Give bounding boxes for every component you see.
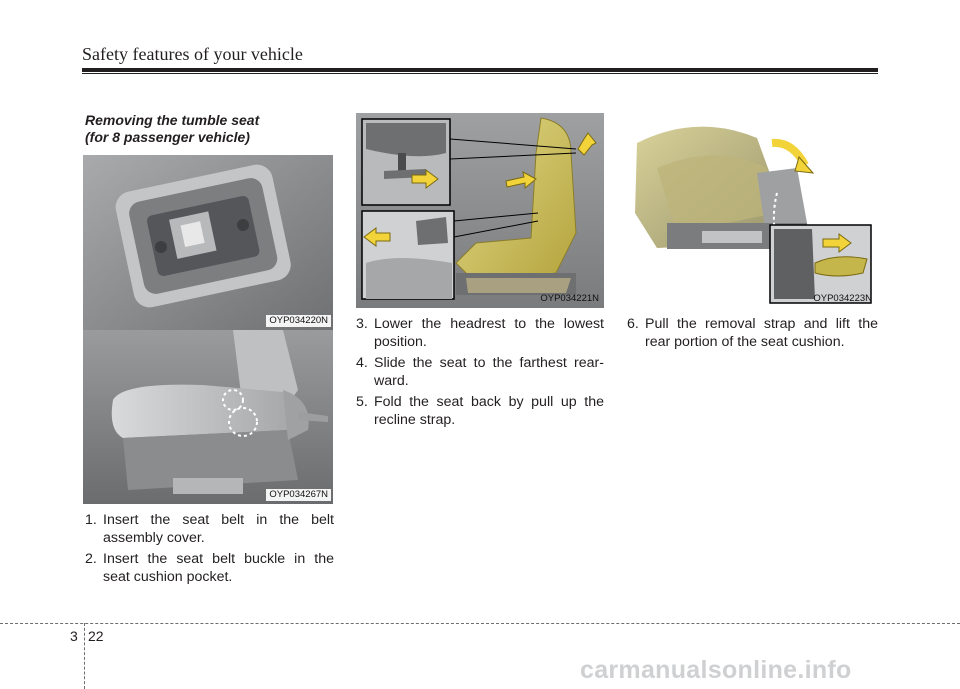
seat-recline-illustration	[356, 113, 604, 308]
figure-code: OYP034223N	[813, 293, 872, 304]
header-rule	[82, 68, 878, 72]
figure-code: OYP034267N	[266, 489, 331, 501]
figure-headrest-slide-recline: OYP034221N	[356, 113, 604, 308]
step-number: 1.	[85, 512, 97, 528]
seat-cushion-illustration	[83, 330, 333, 504]
step-text: Insert the seat belt in the belt assembl…	[103, 512, 334, 546]
figure-removal-strap: OYP034223N	[627, 113, 877, 308]
list-item: 1. Insert the seat belt in the belt assem…	[85, 511, 334, 547]
footer-rule	[0, 623, 960, 624]
page-header-title: Safety features of your vehicle	[82, 44, 303, 64]
step-number: 3.	[356, 316, 368, 332]
header-rule-thin	[82, 73, 878, 74]
steps-column-2: 3. Lower the headrest to the lowest posit…	[356, 315, 604, 432]
step-number: 5.	[356, 394, 368, 410]
list-item: 3. Lower the headrest to the lowest posit…	[356, 315, 604, 351]
list-item: 5. Fold the seat back by pull up the recl…	[356, 393, 604, 429]
step-number: 4.	[356, 355, 368, 371]
chapter-number: 3	[70, 628, 78, 644]
section-heading: Removing the tumble seat (for 8 passenge…	[85, 112, 259, 146]
belt-cover-illustration	[83, 155, 333, 330]
section-heading-line2: (for 8 passenger vehicle)	[85, 129, 250, 145]
step-text: Fold the seat back by pull up the reclin…	[374, 394, 604, 428]
list-item: 2. Insert the seat belt buckle in the sea…	[85, 550, 334, 586]
figure-belt-assembly-cover: OYP034220N	[83, 155, 333, 330]
steps-column-1: 1. Insert the seat belt in the belt assem…	[85, 511, 334, 589]
list-item: 4. Slide the seat to the farthest rear-wa…	[356, 354, 604, 390]
list-item: 6. Pull the removal strap and lift the re…	[627, 315, 878, 351]
step-text: Slide the seat to the farthest rear-ward…	[374, 355, 604, 389]
figure-seat-cushion-pocket: OYP034267N	[83, 330, 333, 504]
steps-column-3: 6. Pull the removal strap and lift the re…	[627, 315, 878, 354]
step-number: 2.	[85, 551, 97, 567]
step-number: 6.	[627, 316, 639, 332]
figure-code: OYP034220N	[266, 315, 331, 327]
seat-lift-illustration	[635, 126, 872, 304]
watermark: carmanualsonline.info	[580, 656, 852, 684]
footer-vertical-rule	[84, 623, 85, 689]
section-heading-line1: Removing the tumble seat	[85, 112, 260, 128]
figure-code: OYP034221N	[540, 293, 599, 304]
step-text: Lower the headrest to the lowest positio…	[374, 316, 604, 350]
step-text: Pull the removal strap and lift the rear…	[645, 316, 878, 350]
step-text: Insert the seat belt buckle in the seat …	[103, 551, 334, 585]
page-number: 22	[88, 628, 104, 644]
